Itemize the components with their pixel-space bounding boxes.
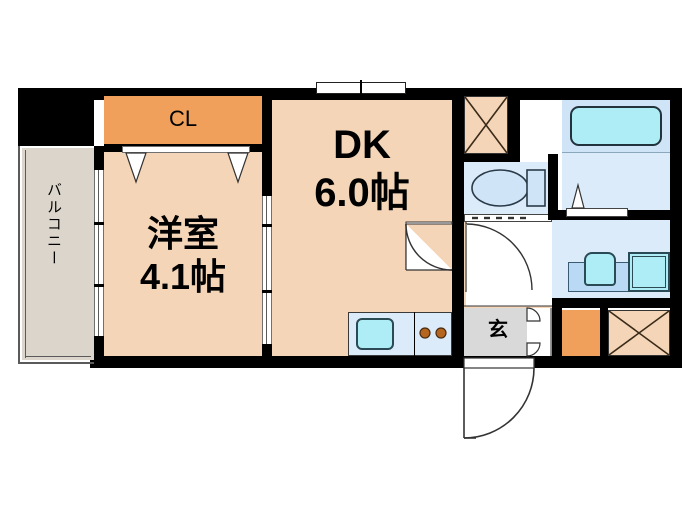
closet-label: CL <box>168 106 198 131</box>
wall-genkan-shoecloset <box>552 300 562 356</box>
shoe-closet <box>562 310 604 356</box>
exterior-wall-bottom <box>90 356 682 368</box>
balcony-area <box>22 148 94 360</box>
kitchen-sink <box>356 318 394 350</box>
room-sliding-door-jamb-upper <box>262 224 272 227</box>
meter-box <box>608 310 670 356</box>
wall-shoecloset-right <box>600 300 608 356</box>
balcony-label: バルコニー <box>45 182 62 267</box>
wall-pipeshaft-bottom <box>452 154 520 162</box>
living-room-sliding-door[interactable] <box>262 196 272 348</box>
dining-kitchen-label: DK <box>333 123 391 167</box>
bathtub-fixture <box>570 106 662 146</box>
wall-washroom-bottom <box>552 298 682 308</box>
washbasin-bowl <box>584 252 616 286</box>
balcony-railing-inner <box>25 150 26 358</box>
room-sliding-door-jamb-lower <box>262 290 272 293</box>
balcony-sliding-door-jamb-lower <box>94 284 104 287</box>
balcony-railing-bottom-inner <box>25 356 91 357</box>
living-room-label: 洋室 <box>146 213 219 254</box>
dk-window-mullion <box>360 80 362 96</box>
balcony-wall-top <box>18 88 94 146</box>
closet-area <box>104 96 262 144</box>
toilet-door[interactable] <box>464 214 552 222</box>
toilet-room <box>464 162 556 214</box>
balcony-sliding-door-rail <box>98 170 99 336</box>
room-sliding-door-end-post <box>262 344 272 356</box>
living-room-area-label: 4.1帖 <box>139 256 227 297</box>
exterior-wall-right <box>670 88 682 368</box>
wall-toilet-right <box>548 154 558 216</box>
kitchen-counter-divider <box>414 312 415 356</box>
closet-folding-door[interactable] <box>122 146 250 153</box>
balcony-railing-bottom <box>18 362 94 364</box>
living-room-sliding-door-rail <box>266 196 267 348</box>
wall-pipeshaft-right <box>508 88 520 154</box>
pipe-shaft <box>464 96 508 154</box>
wall-dk-hall <box>452 100 464 356</box>
balcony-sliding-door[interactable] <box>94 170 104 336</box>
dining-kitchen-area-label: 6.0帖 <box>314 171 410 215</box>
bathroom-door[interactable] <box>566 208 628 217</box>
entrance-swing-door <box>463 357 535 439</box>
washing-machine-inner <box>632 256 666 288</box>
hall-door-swing-area <box>466 222 552 306</box>
balcony-sliding-door-jamb-upper <box>94 222 104 225</box>
balcony-railing-outer <box>18 146 20 364</box>
bathroom-wash-zone <box>562 152 670 210</box>
entrance-label: 玄 <box>488 319 508 341</box>
